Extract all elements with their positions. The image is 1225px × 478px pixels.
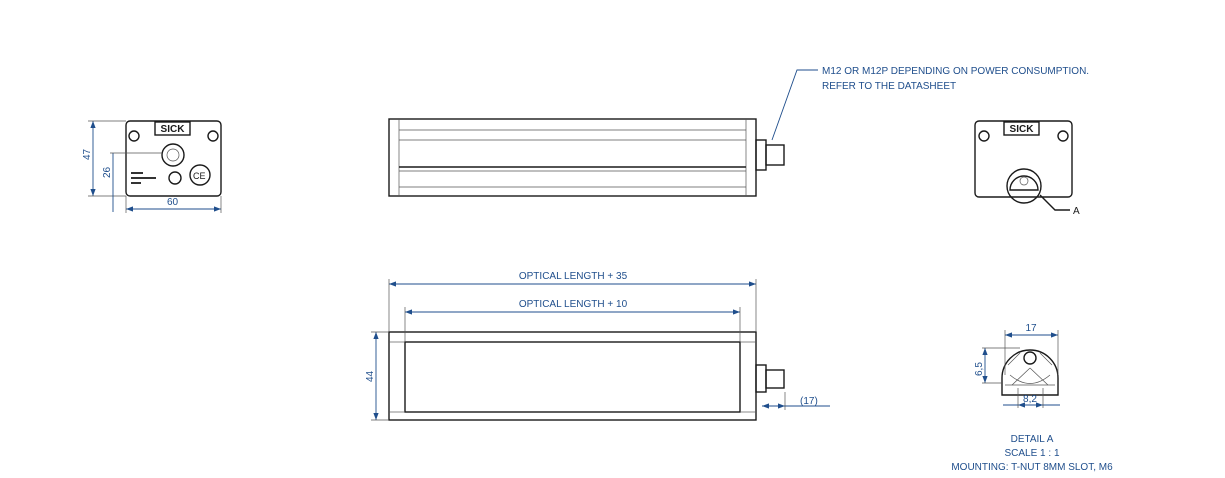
connector [765,144,785,166]
detail-a: 17 6,5 8,2 DETAIL A SCALE 1 : 1 MOUNTING… [951,323,1113,473]
t-nut-slot-profile [1001,349,1059,396]
dim-height-6-5: 6,5 [974,362,985,376]
connector-note-1: M12 OR M12P DEPENDING ON POWER CONSUMPTI… [822,66,1089,77]
dim-height-47: 47 [82,148,93,160]
detail-title: DETAIL A [1011,434,1054,445]
end-view: SICK A [974,120,1080,217]
m12-connector-icon [161,143,185,167]
front-housing [125,120,222,197]
mounting-note: MOUNTING: T-NUT 8MM SLOT, M6 [951,462,1113,473]
screw-icon [128,130,140,142]
side-housing [388,331,757,421]
brand-logo-text: SICK [161,124,186,135]
end-housing [974,120,1073,198]
connector-note-2: REFER TO THE DATASHEET [822,81,956,92]
dim-width-60: 60 [167,197,179,208]
brand-logo [1003,121,1040,136]
detail-marker: A [1073,206,1080,217]
front-view: SICK CE 47 26 60 [82,120,222,213]
dim-slot-8-2: 8,2 [1023,394,1037,405]
dim-height-44: 44 [365,370,376,382]
led-icon [168,171,182,185]
top-view: M12 OR M12P DEPENDING ON POWER CONSUMPTI… [388,66,1089,197]
dim-connector-26: 26 [102,166,113,178]
top-housing [388,118,757,197]
detail-a-circle [1006,168,1042,204]
detail-scale: SCALE 1 : 1 [1004,448,1059,459]
side-view: OPTICAL LENGTH + 35 OPTICAL LENGTH + 10 … [365,271,830,421]
dim-optical-length-10: OPTICAL LENGTH + 10 [519,299,628,310]
dim-optical-length-35: OPTICAL LENGTH + 35 [519,271,628,282]
ce-mark-icon [189,164,211,186]
connector-nut [755,139,767,171]
brand-logo-text: SICK [1010,124,1035,135]
svg-text:CE: CE [193,171,206,181]
dim-width-17: 17 [1025,323,1037,334]
brand-logo [154,121,191,136]
screw-icon [207,130,219,142]
dim-connector-17: (17) [800,396,818,407]
